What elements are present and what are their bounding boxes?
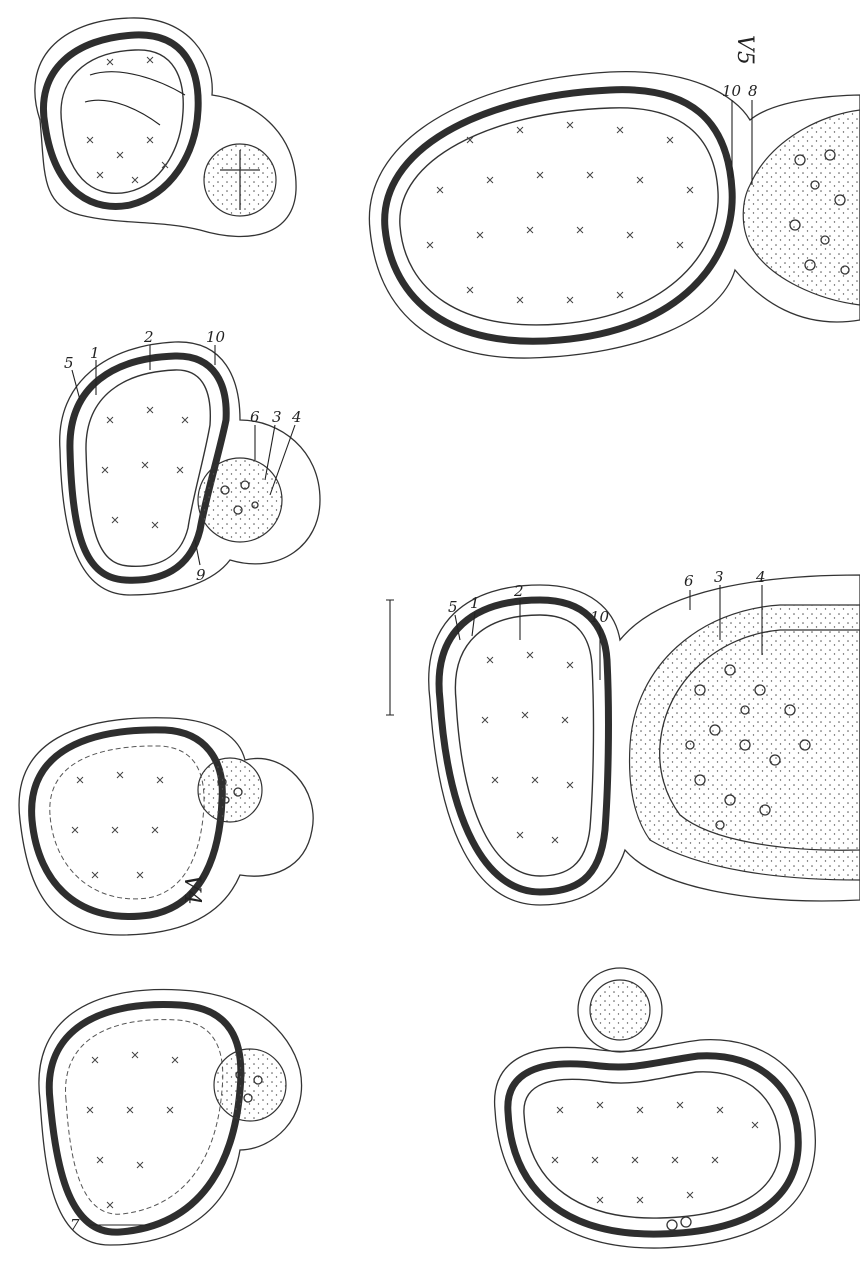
cytoplasm-marks-b [427,122,693,303]
callout-2-c: 2 [143,328,154,346]
callout-9-c: 9 [196,566,206,584]
callout-3-c: 3 [272,408,282,426]
callout-5-c: 5 [64,354,74,372]
callout-1-c: 1 [90,344,100,362]
roman-label-v4: V4 [179,875,204,905]
panel-left-middle: V4 [19,718,313,935]
cytoplasm-marks-f [482,652,573,843]
panel-lower-left: 7 [39,990,302,1245]
callout-8-b: 8 [748,82,758,100]
panel-center-left: 5 1 2 10 6 3 4 9 [60,328,320,595]
scale-bar [386,600,394,715]
callout-2-f: 2 [513,582,524,600]
cytoplasm-marks-c [102,407,188,528]
callout-1-f: 1 [470,594,480,612]
roman-label-v5: V5 [732,35,757,65]
callout-4-f: 4 [755,568,766,586]
panel-top-left [35,18,296,237]
callout-3-f: 3 [714,568,724,586]
panel-top-right: 10 8 V5 [369,35,860,358]
callout-10-b: 10 [722,82,742,100]
callout-6-f: 6 [684,572,694,590]
cytoplasm-marks-g [552,1102,758,1203]
panel-center-right: 5 1 2 10 6 3 4 [429,568,860,905]
callout-5-f: 5 [448,598,458,616]
cytoplasm-marks-e [87,1052,178,1208]
cytoplasm-marks-d [72,772,163,878]
callout-10-c: 10 [206,328,226,346]
panel-lower-right [495,968,816,1248]
callout-4-c: 4 [291,408,302,426]
callout-10-f: 10 [590,608,610,626]
callout-6-c: 6 [250,408,260,426]
cytoplasm-marks-a [87,57,168,183]
callout-7-e: 7 [70,1216,80,1234]
